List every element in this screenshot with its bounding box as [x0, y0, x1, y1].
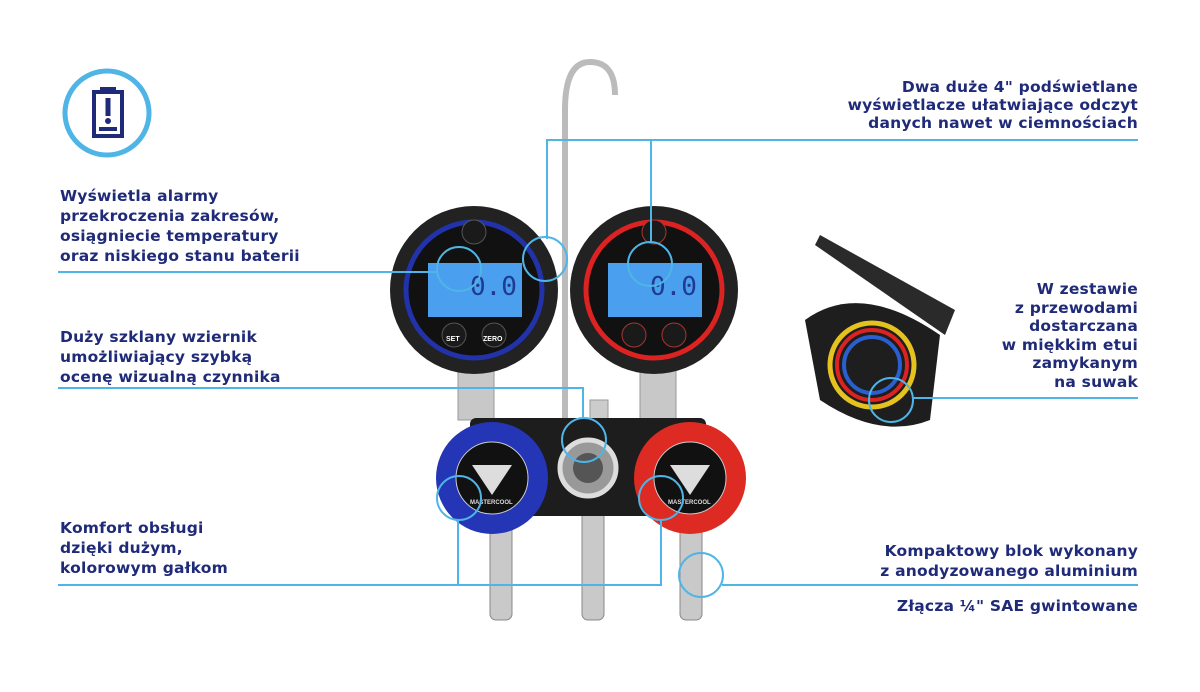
callout-ports: Złącza ¼" SAE gwintowane	[896, 597, 1138, 615]
leader-case	[912, 397, 1138, 399]
highlight-ring	[868, 377, 914, 423]
highlight-ring	[436, 246, 482, 292]
leader-displays-v2	[650, 139, 652, 243]
leader-block	[722, 584, 1138, 586]
brand-label-red: MASTERCOOL	[668, 500, 711, 506]
battery-alert-icon	[62, 68, 152, 158]
leader-displays	[546, 139, 1138, 141]
leader-knobs-v1	[457, 520, 459, 585]
set-button: SET	[446, 336, 460, 343]
highlight-ring	[678, 552, 724, 598]
leader-sight-glass-v	[582, 387, 584, 417]
high-pressure-gauge	[570, 206, 738, 374]
leader-alarms	[58, 271, 438, 273]
highlight-ring	[436, 475, 482, 521]
leader-displays-v1	[546, 139, 548, 239]
brand-label: MASTERCOOL	[470, 500, 513, 506]
leader-sight-glass	[58, 387, 584, 389]
highlight-ring	[638, 475, 684, 521]
leader-knobs-v2	[660, 520, 662, 585]
zero-button: ZERO	[483, 336, 503, 343]
leader-knobs	[58, 584, 662, 586]
highlight-ring	[561, 417, 607, 463]
highlight-ring	[627, 241, 673, 287]
highlight-ring	[522, 236, 568, 282]
